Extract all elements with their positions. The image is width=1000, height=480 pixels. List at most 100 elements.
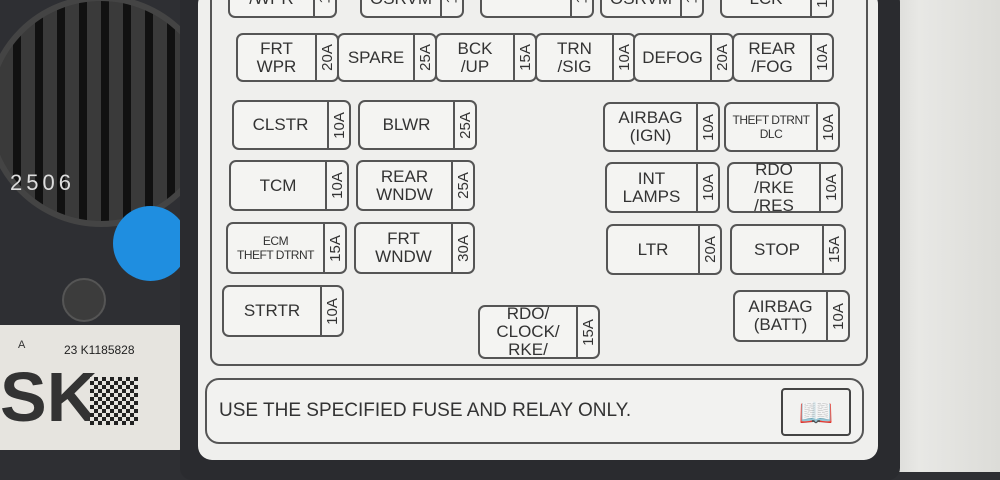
fuse-rating: 15A — [579, 318, 597, 346]
fuse-rating-cell: 10A — [696, 104, 718, 150]
fuse-label: INT LAMPS 10A — [605, 162, 720, 213]
fuse-rating: 20A — [318, 44, 336, 71]
fuse-name: TCM — [259, 175, 297, 195]
fuse-rating-cell: 20A — [710, 35, 732, 80]
fuse-rating: 10A — [699, 174, 717, 201]
fuse-rating-cell: 10A — [320, 287, 342, 335]
fuse-rating: 25A — [456, 111, 474, 139]
fuse-name: RDO/ CLOCK/ RKE/ — [496, 304, 560, 359]
fuse-rating: 10A — [699, 113, 717, 141]
fuse-label: OSRVM 1 — [360, 0, 464, 18]
fuse-label: AIRBAG (IGN) 10A — [603, 102, 720, 152]
fuse-name: AIRBAG (BATT) — [748, 297, 813, 334]
fuse-label: LTR 20A — [606, 224, 722, 275]
fuse-name: STOP — [754, 239, 800, 259]
fuse-rating: 1 — [444, 0, 461, 3]
fuse-rating: 1 — [574, 0, 591, 3]
fuse-rating-cell: 1 — [680, 0, 702, 16]
sticker-letter: A — [18, 339, 26, 351]
fuse-rating: 10A — [819, 113, 837, 141]
fuse-name: REAR /FOG — [748, 38, 796, 76]
fuse-name: INT LAMPS — [622, 168, 681, 206]
fuse-rating-cell: 10A — [826, 292, 848, 340]
fuse-name — [482, 0, 570, 16]
fuse-label: TCM 10A — [229, 160, 349, 211]
fuse-label: TRN /SIG 10A — [535, 33, 636, 82]
fuse-label: /WPR 1 — [228, 0, 337, 18]
fuse-name: BCK /UP — [457, 38, 493, 76]
fuse-rating-cell: 1 — [570, 0, 592, 16]
notice-text: USE THE SPECIFIED FUSE AND RELAY ONLY. — [219, 400, 632, 421]
notice-box: USE THE SPECIFIED FUSE AND RELAY ONLY. 📖 — [205, 378, 864, 444]
fuse-rating-cell: 15A — [513, 35, 535, 80]
fuse-name: TRN /SIG — [557, 38, 592, 76]
fuse-name: OSRVM — [602, 0, 680, 16]
fuse-label: FRT WPR 20A — [236, 33, 339, 82]
barcode-sticker: A 23 K1185828 SK — [0, 325, 187, 450]
fuse-label: FRT WNDW 30A — [354, 222, 475, 274]
fuse-rating: 30A — [454, 234, 472, 262]
fuse-rating-cell: 15 — [810, 0, 832, 16]
fuse-rating-cell: 10A — [327, 102, 349, 148]
datamatrix-code — [90, 377, 138, 425]
book-info-icon: 📖 — [781, 388, 851, 436]
fuse-rating: 20A — [701, 236, 719, 263]
fuse-label: OSRVM1 — [600, 0, 704, 18]
fuse-rating-cell: 1 — [440, 0, 462, 16]
fuse-name: OSRVM — [362, 0, 440, 16]
fuse-rating-cell: 10A — [696, 164, 718, 211]
fuse-label: RDO/ CLOCK/ RKE/15A — [478, 305, 600, 359]
fuse-rating: 20A — [713, 44, 731, 71]
fuse-rating: 10A — [829, 302, 847, 330]
blue-dot — [113, 206, 188, 281]
fuse-name: STRTR — [243, 301, 301, 320]
fuse-name: AIRBAG (IGN) — [618, 108, 683, 145]
fuse-rating-cell: 10A — [819, 164, 841, 211]
fuse-name: FRT WNDW — [375, 229, 432, 266]
fuse-label: SPARE 25A — [337, 33, 437, 82]
fuse-label: REAR WNDW 25A — [356, 160, 475, 211]
fuse-name: BLWR — [382, 115, 431, 134]
fuse-rating-cell: 10A — [612, 35, 634, 80]
fuse-rating: 10A — [615, 44, 633, 71]
fuse-rating-cell: 15A — [576, 307, 598, 357]
sticker-big-text: SK — [0, 358, 98, 436]
fuse-rating: 10A — [822, 174, 840, 201]
fuse-label: BLWR 25A — [358, 100, 477, 150]
fuse-name: REAR WNDW — [376, 166, 433, 204]
fuse-name: /WPR — [230, 0, 313, 16]
fuse-rating: 25A — [454, 172, 472, 199]
fuse-rating-cell: 25A — [413, 35, 435, 80]
sticker-serial: 23 K1185828 — [64, 343, 135, 357]
fuse-rating-cell: 15A — [822, 226, 844, 273]
fuse-name: LTR — [637, 239, 669, 259]
fuse-rating: 25A — [416, 44, 434, 71]
screw — [62, 278, 106, 322]
fuse-name: ECM THEFT DTRNT — [237, 234, 314, 262]
fuse-name: FRT WPR — [256, 38, 297, 76]
fuse-label: 1 — [480, 0, 594, 18]
fuse-rating: 10A — [813, 44, 831, 71]
fuse-rating: 15 — [814, 0, 831, 7]
fuse-label: AIRBAG (BATT) 10A — [733, 290, 850, 342]
fuse-rating-cell: 20A — [315, 35, 337, 80]
fuse-rating-cell: 30A — [451, 224, 473, 272]
fuse-rating-cell: 20A — [698, 226, 720, 273]
fuse-rating: 15A — [825, 236, 843, 263]
fuse-rating: 15A — [516, 44, 534, 71]
fuse-rating-cell: 10A — [810, 35, 832, 80]
fuse-rating-cell: 25A — [453, 102, 475, 148]
fuse-name: SPARE — [347, 47, 405, 67]
fuse-label: STOP 15A — [730, 224, 846, 275]
fuse-rating-cell: 10A — [816, 104, 838, 150]
fuse-label: BCK /UP 15A — [435, 33, 537, 82]
fuse-rating: 10A — [328, 172, 346, 199]
speaker-text: 2506 — [10, 170, 75, 195]
fuse-rating: 10A — [323, 297, 341, 325]
fuse-name: DEFOG — [642, 47, 703, 67]
fuse-rating: 1 — [317, 0, 334, 3]
